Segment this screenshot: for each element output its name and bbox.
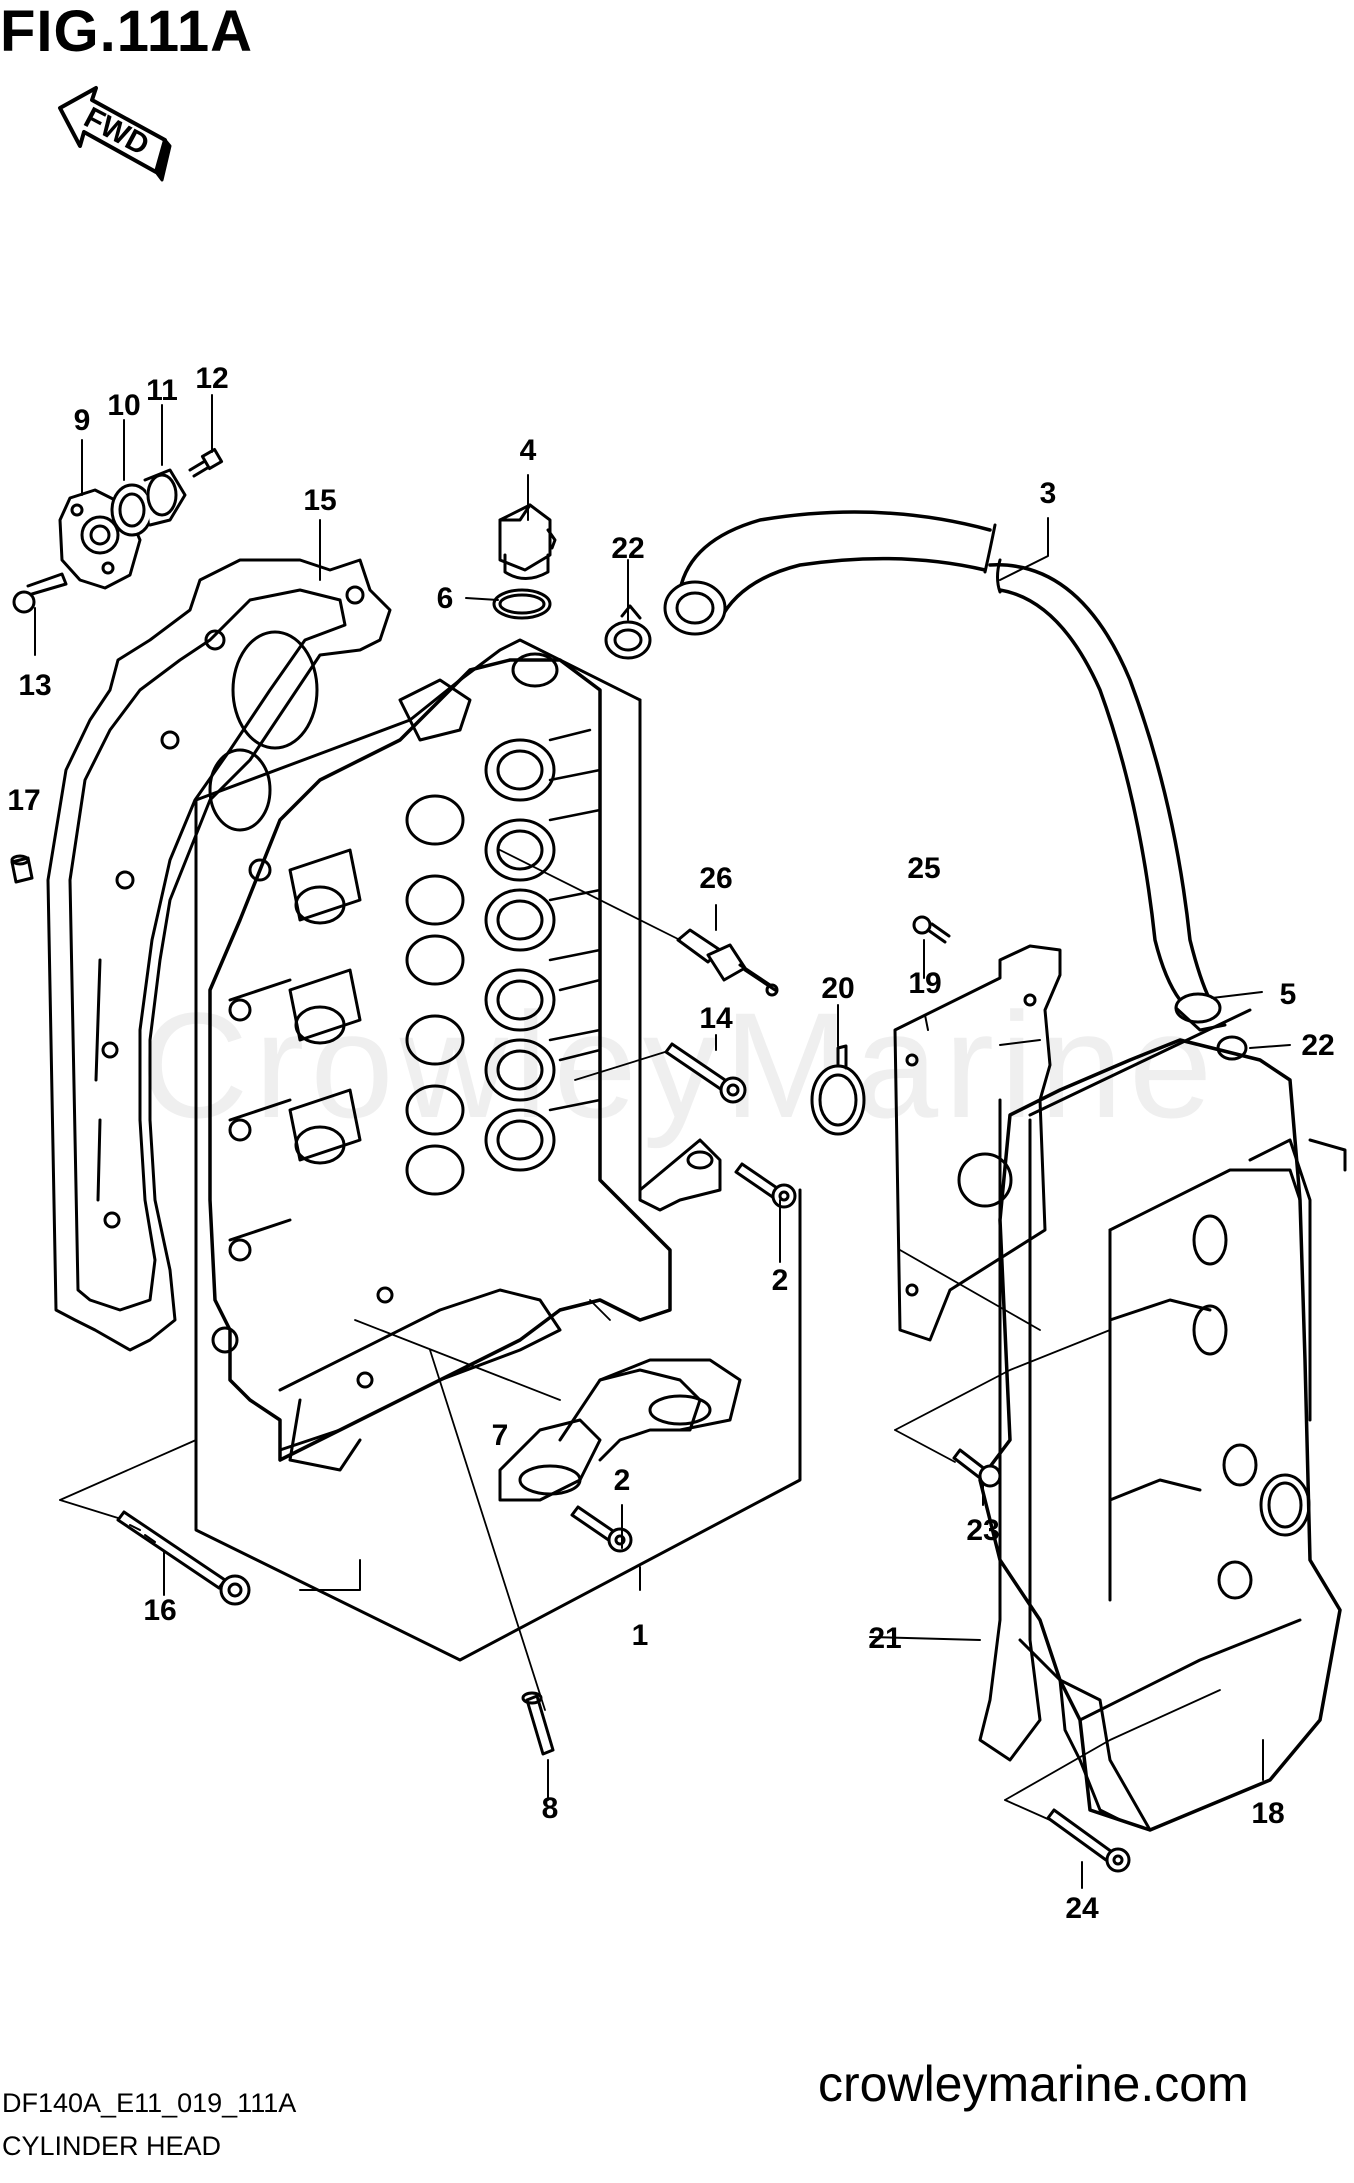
dowel-pin-part-4 [521, 1691, 555, 1756]
callout-19: 3 [1040, 477, 1057, 510]
site-url: crowleymarine.com [818, 2056, 1249, 2112]
head-cover-gasket-part-17 [978, 1098, 1122, 1822]
callout-1: 1 [632, 1619, 649, 1652]
callout-26: 26 [699, 862, 732, 895]
cover-bolt-part-24 [1046, 1808, 1131, 1873]
callout-18: 4 [520, 434, 537, 467]
callout-4: 8 [542, 1792, 559, 1825]
figure-title: FIG.111A [0, 0, 254, 64]
callout-7: 11 [146, 374, 178, 407]
callout-23: 23 [966, 1514, 999, 1547]
fwd-label: FWD [79, 101, 155, 162]
callout-11: 15 [303, 484, 336, 517]
callout-16: 20 [821, 972, 854, 1005]
sensor-part-26 [676, 928, 779, 997]
breather-hose-part-19 [663, 510, 1212, 1002]
figure-code: DF140A_E11_019_111A [2, 2088, 297, 2118]
callout-24: 24 [1065, 1892, 1099, 1925]
callout-22b: 22 [1301, 1029, 1334, 1062]
dowel-part-13 [10, 854, 34, 884]
callout-22a: 22 [611, 532, 644, 565]
callout-15: 19 [908, 967, 941, 1000]
cam-cap-bolt-part-2 [570, 1162, 797, 1553]
callout-8: 12 [195, 362, 228, 395]
callout-13: 17 [7, 784, 40, 817]
callout-9: 13 [18, 669, 51, 702]
oil-cap-part-18 [498, 503, 557, 580]
callout-3: 7 [492, 1419, 509, 1452]
head-gasket-part-11 [46, 558, 392, 1352]
leader-lines [34, 394, 1291, 1889]
cam-cap-part-3 [498, 1138, 742, 1502]
bolt-part-10 [664, 1042, 747, 1104]
screw-part-25 [912, 915, 951, 944]
callout-2a: 2 [772, 1264, 789, 1297]
head-cover-part-14 [978, 1008, 1347, 1832]
callout-25: 25 [907, 852, 940, 885]
callout-10: 14 [699, 1002, 733, 1035]
seal-ring-part-16 [810, 1044, 866, 1136]
callout-12: 16 [143, 1594, 176, 1627]
cover-bolt-part-23 [952, 1448, 1002, 1488]
callout-20: 6 [437, 582, 454, 615]
callout-2b: 2 [614, 1464, 631, 1497]
callout-6: 10 [107, 389, 140, 422]
baffle-plate-part-15 [893, 944, 1062, 1342]
callout-14: 18 [1251, 1797, 1284, 1830]
o-ring-part-20 [492, 588, 552, 620]
callout-21: 5 [1280, 978, 1297, 1011]
head-bolt-part-12 [116, 1510, 251, 1606]
alignment-lines [59, 849, 1221, 1821]
o-ring-part-20-inner [498, 593, 546, 615]
thermostat-cover-parts-5-9 [12, 447, 224, 614]
fwd-arrow-icon: FWD [58, 86, 172, 182]
watermark-text: CrowleyMarine [140, 981, 1219, 1149]
callout-17: 21 [868, 1622, 901, 1655]
hose-fitting-part-21 [1174, 992, 1227, 1032]
figure-name: CYLINDER HEAD [2, 2131, 222, 2161]
cylinder-head-part-1 [194, 638, 802, 1662]
callout-labels: 9 10 11 12 13 15 17 4 6 22 3 26 14 25 19… [7, 362, 1334, 1925]
callout-5: 9 [74, 404, 91, 437]
